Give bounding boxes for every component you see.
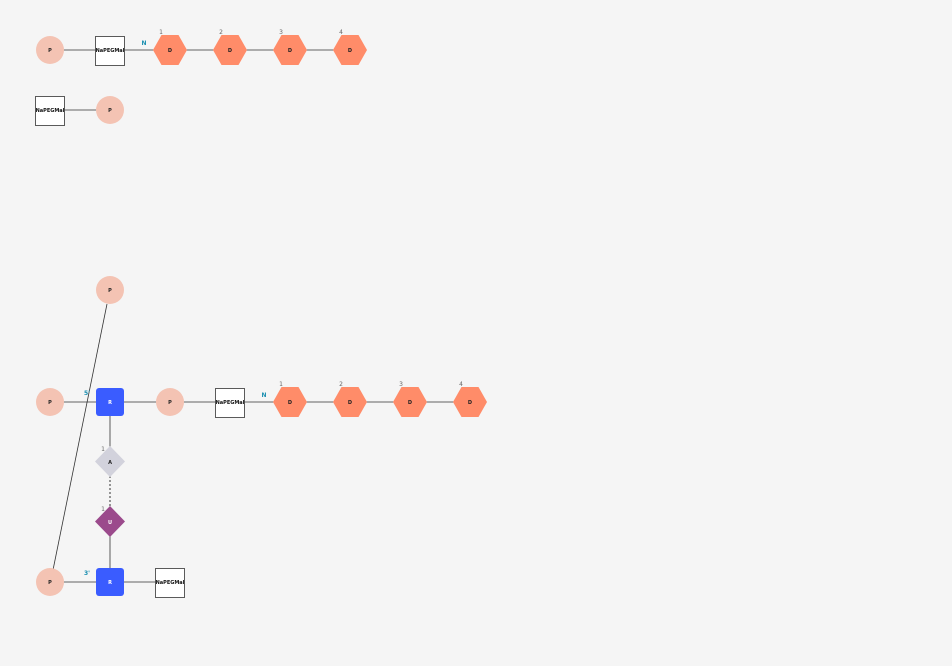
peptide-residue-node[interactable]: D — [333, 35, 367, 65]
phosphate-node[interactable]: P — [96, 96, 124, 124]
peptide-residue-node[interactable]: D — [273, 35, 307, 65]
linker-node[interactable]: NaPEGMal — [155, 568, 185, 598]
phosphate-node[interactable]: P — [36, 36, 64, 64]
peptide-residue-node[interactable]: D — [153, 35, 187, 65]
position-label: 2 — [339, 381, 343, 388]
connection-bond — [52, 303, 108, 571]
position-label: 1 — [101, 446, 105, 453]
n-terminus-label: N — [141, 40, 146, 47]
residue-label: D — [468, 400, 472, 406]
linker-node[interactable]: NaPEGMal — [215, 388, 245, 418]
residue-label: D — [408, 400, 412, 406]
phosphate-node[interactable]: P — [36, 568, 64, 596]
base-u-label: U — [108, 520, 112, 526]
residue-label: D — [288, 48, 292, 54]
base-a-label: A — [108, 460, 112, 466]
residue-label: D — [288, 400, 292, 406]
linker-label: NaPEGMal — [96, 48, 125, 54]
phosphate-label: P — [168, 400, 172, 406]
phosphate-label: P — [48, 48, 52, 54]
structure-3: P P 5' R P NaPEGMal N D 1 D 2 — [36, 276, 487, 598]
position-label: 4 — [339, 29, 343, 36]
structure-2: NaPEGMal P — [35, 96, 124, 126]
phosphate-node[interactable]: P — [36, 388, 64, 416]
position-label: 1 — [279, 381, 283, 388]
residue-label: D — [168, 48, 172, 54]
residue-label: D — [228, 48, 232, 54]
position-label: 1 — [159, 29, 163, 36]
peptide-residue-node[interactable]: D — [393, 387, 427, 417]
phosphate-label: P — [108, 288, 112, 294]
structure-1: P NaPEGMal N D 1 D 2 D 3 D 4 — [36, 29, 367, 66]
phosphate-label: P — [48, 580, 52, 586]
position-label: 1 — [101, 506, 105, 513]
base-u-node[interactable]: U — [95, 506, 125, 537]
ribose-label: R — [108, 580, 112, 586]
phosphate-node[interactable]: P — [156, 388, 184, 416]
linker-node[interactable]: NaPEGMal — [35, 96, 65, 126]
linker-node[interactable]: NaPEGMal — [95, 36, 125, 66]
peptide-residue-node[interactable]: D — [333, 387, 367, 417]
linker-label: NaPEGMal — [216, 400, 245, 406]
phosphate-label: P — [48, 400, 52, 406]
residue-label: D — [348, 48, 352, 54]
five-prime-label: 5' — [84, 390, 90, 397]
position-label: 3 — [279, 29, 283, 36]
peptide-residue-node[interactable]: D — [273, 387, 307, 417]
peptide-residue-node[interactable]: D — [213, 35, 247, 65]
phosphate-node[interactable]: P — [96, 276, 124, 304]
ribose-node[interactable]: R — [96, 388, 124, 416]
ribose-label: R — [108, 400, 112, 406]
linker-label: NaPEGMal — [156, 580, 185, 586]
linker-label: NaPEGMal — [36, 108, 65, 114]
position-label: 2 — [219, 29, 223, 36]
position-label: 4 — [459, 381, 463, 388]
peptide-residue-node[interactable]: D — [453, 387, 487, 417]
base-a-node[interactable]: A — [95, 446, 125, 477]
three-prime-label: 3' — [84, 570, 90, 577]
n-terminus-label: N — [261, 392, 266, 399]
residue-label: D — [348, 400, 352, 406]
ribose-node[interactable]: R — [96, 568, 124, 596]
phosphate-label: P — [108, 108, 112, 114]
position-label: 3 — [399, 381, 403, 388]
